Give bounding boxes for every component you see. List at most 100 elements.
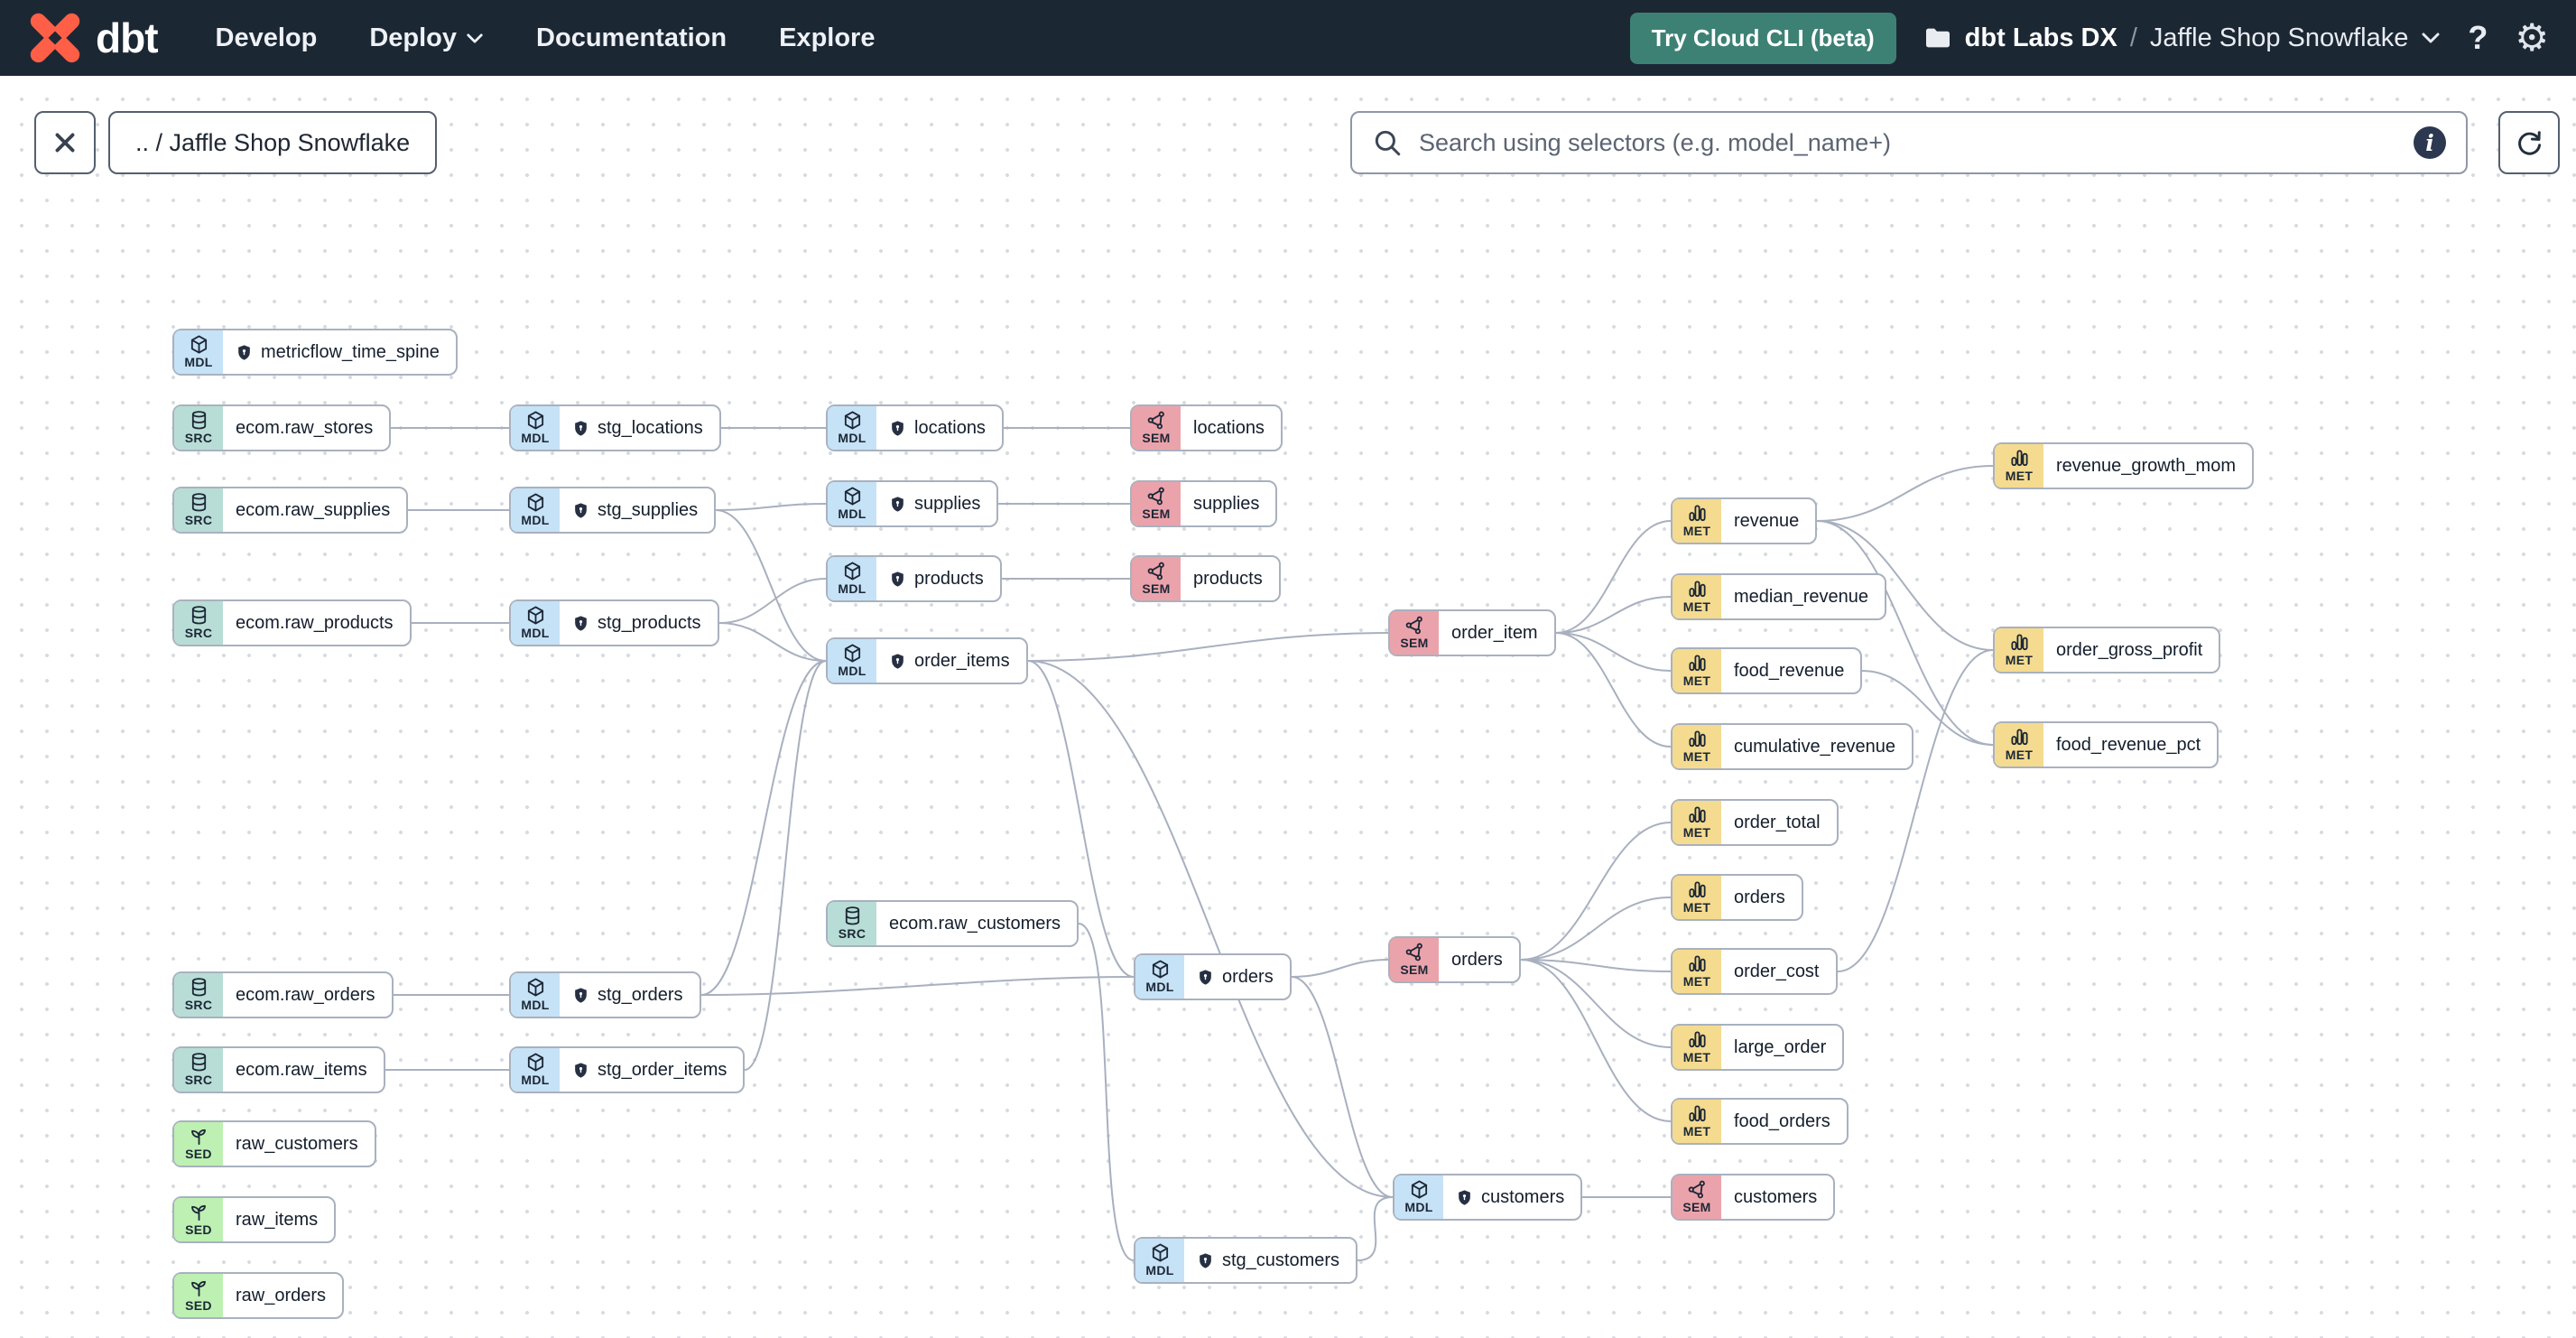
close-lineage-button[interactable] bbox=[34, 111, 96, 174]
node-type-label: SRC bbox=[184, 1073, 213, 1088]
node-stg_supplies[interactable]: MDL stg_supplies bbox=[509, 487, 717, 534]
shield-icon bbox=[889, 496, 906, 513]
node-label: supplies bbox=[1193, 493, 1260, 514]
seed-icon: SED bbox=[174, 1198, 223, 1241]
menu-item-documentation[interactable]: Documentation bbox=[536, 23, 727, 53]
node-sem_orders[interactable]: SEM orders bbox=[1388, 936, 1521, 983]
dbt-logo[interactable]: dbt bbox=[27, 10, 159, 66]
search-icon bbox=[1372, 127, 1403, 158]
metric-icon: MET bbox=[1673, 575, 1721, 618]
node-label: ecom.raw_customers bbox=[889, 913, 1061, 934]
node-stg_locations[interactable]: MDL stg_locations bbox=[509, 404, 721, 451]
cube-icon: MDL bbox=[1135, 955, 1184, 999]
node-label: order_item bbox=[1451, 622, 1538, 643]
node-sem_supplies[interactable]: SEM supplies bbox=[1130, 480, 1278, 527]
node-type-label: MET bbox=[1682, 674, 1711, 689]
node-met_revenue_growth_mom[interactable]: MET revenue_growth_mom bbox=[1993, 442, 2254, 489]
help-button[interactable]: ? bbox=[2468, 19, 2488, 57]
node-type-label: MDL bbox=[521, 431, 550, 446]
node-type-label: MDL bbox=[521, 513, 550, 528]
metric-icon: MET bbox=[1995, 444, 2043, 488]
try-cloud-cli-button[interactable]: Try Cloud CLI (beta) bbox=[1629, 12, 1896, 64]
node-type-label: MDL bbox=[838, 431, 866, 446]
node-label: customers bbox=[1443, 1175, 1580, 1219]
node-type-label: SEM bbox=[1400, 962, 1429, 978]
node-label: orders bbox=[1184, 955, 1290, 999]
node-type-label: SEM bbox=[1142, 506, 1171, 522]
semantic-icon: SEM bbox=[1673, 1175, 1721, 1219]
node-type-label: SED bbox=[185, 1222, 212, 1238]
dbt-logo-text: dbt bbox=[96, 14, 159, 61]
account-org-label: dbt Labs DX bbox=[1964, 23, 2117, 52]
node-label: order_total bbox=[1734, 812, 1821, 832]
node-label: stg_supplies bbox=[560, 488, 714, 532]
seed-icon: SED bbox=[174, 1122, 223, 1166]
cube-icon: MDL bbox=[828, 557, 876, 600]
menu-item-deploy[interactable]: Deploy bbox=[369, 23, 484, 53]
shield-icon bbox=[572, 615, 589, 632]
node-label: raw_customers bbox=[236, 1133, 358, 1154]
info-icon[interactable]: i bbox=[2414, 126, 2446, 159]
cube-icon: MDL bbox=[511, 973, 560, 1017]
node-type-label: MDL bbox=[1145, 980, 1174, 995]
menu-item-develop[interactable]: Develop bbox=[216, 23, 318, 53]
settings-button[interactable]: ⚙ bbox=[2515, 19, 2549, 57]
node-orders_mdl[interactable]: MDL orders bbox=[1134, 953, 1292, 1000]
lineage-path-chip[interactable]: .. / Jaffle Shop Snowflake bbox=[108, 111, 438, 174]
node-label: stg_locations bbox=[560, 406, 719, 450]
selector-search-box: i bbox=[1350, 111, 2468, 174]
metric-icon: MET bbox=[1673, 876, 1721, 919]
shield-icon bbox=[572, 420, 589, 437]
database-icon: SRC bbox=[174, 973, 223, 1017]
node-type-label: MET bbox=[1682, 900, 1711, 915]
menu-item-label: Deploy bbox=[369, 23, 458, 52]
lineage-path-label: .. / Jaffle Shop Snowflake bbox=[135, 128, 411, 156]
node-label: orders bbox=[1451, 949, 1503, 970]
node-type-label: SEM bbox=[1682, 1200, 1711, 1215]
database-icon: SRC bbox=[174, 406, 223, 450]
node-label: products bbox=[876, 557, 1000, 600]
node-label: food_orders bbox=[1734, 1110, 1830, 1131]
menu-item-explore[interactable]: Explore bbox=[779, 23, 875, 53]
node-label: revenue_growth_mom bbox=[2056, 455, 2236, 476]
account-breadcrumb[interactable]: dbt Labs DX / Jaffle Shop Snowflake bbox=[1923, 23, 2442, 53]
selector-search-input[interactable] bbox=[1417, 127, 2399, 158]
node-type-label: SRC bbox=[184, 513, 213, 528]
node-seed_customers[interactable]: SED raw_customers bbox=[172, 1120, 376, 1167]
refresh-lineage-button[interactable] bbox=[2498, 111, 2560, 174]
